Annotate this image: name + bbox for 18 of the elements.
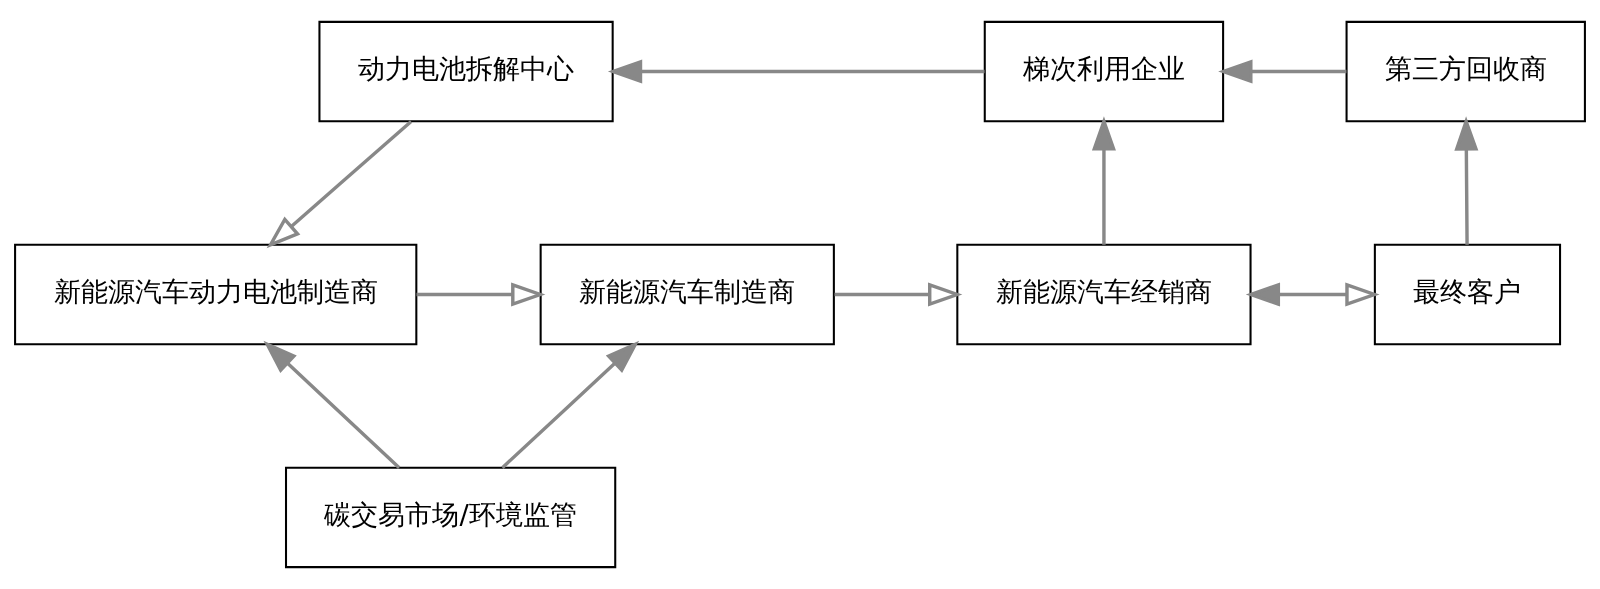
arrow bbox=[1218, 59, 1347, 84]
node-box: 新能源汽车制造商 bbox=[539, 243, 835, 346]
arrow bbox=[501, 340, 640, 469]
node-box: 动力电池拆解中心 bbox=[318, 20, 614, 123]
arrow bbox=[1245, 282, 1380, 307]
arrow bbox=[834, 282, 963, 307]
arrow bbox=[1454, 116, 1479, 245]
node-box: 新能源汽车动力电池制造商 bbox=[14, 243, 418, 346]
arrow bbox=[263, 340, 401, 469]
arrow bbox=[416, 282, 546, 307]
arrow bbox=[607, 59, 985, 84]
node-box: 新能源汽车经销商 bbox=[956, 243, 1252, 346]
node-box: 碳交易市场/环境监管 bbox=[285, 466, 617, 569]
arrow bbox=[1091, 116, 1116, 245]
node-box: 梯次利用企业 bbox=[983, 20, 1225, 123]
node-box: 第三方回收商 bbox=[1345, 20, 1586, 123]
node-box: 最终客户 bbox=[1373, 243, 1562, 346]
arrow bbox=[266, 120, 413, 249]
